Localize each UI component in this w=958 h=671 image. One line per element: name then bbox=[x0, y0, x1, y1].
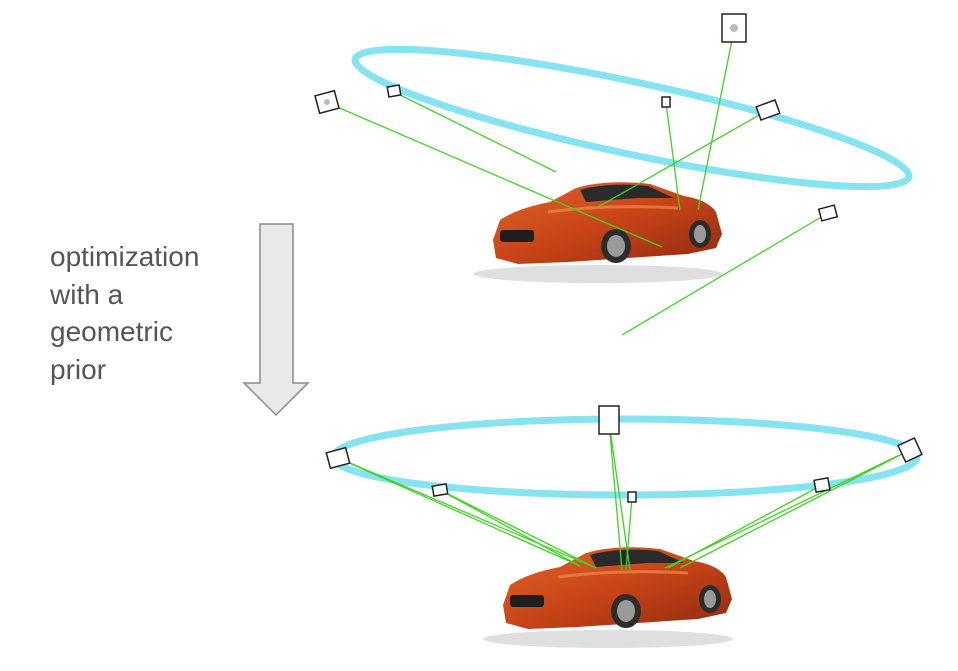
after-optimization-panel bbox=[325, 405, 923, 650]
camera-icon bbox=[721, 13, 747, 43]
camera-ray bbox=[439, 489, 597, 569]
caption-line: with a bbox=[50, 278, 124, 310]
camera-icon bbox=[897, 437, 923, 463]
camera-ray bbox=[597, 109, 769, 208]
car-reconstruction-before bbox=[471, 180, 725, 285]
camera-ray bbox=[664, 449, 911, 569]
camera-frustums-before bbox=[314, 13, 839, 222]
camera-icon bbox=[661, 96, 671, 108]
camera-ray bbox=[608, 421, 631, 571]
caption-line: geometric bbox=[50, 316, 173, 347]
camera-ray bbox=[337, 457, 597, 569]
camera-icon bbox=[386, 84, 402, 98]
camera-ray bbox=[393, 91, 557, 173]
camera-ray bbox=[625, 496, 633, 571]
camera-ray bbox=[337, 457, 581, 567]
camera-ray bbox=[621, 212, 829, 336]
camera-icon bbox=[755, 99, 781, 121]
before-optimization-panel bbox=[314, 13, 913, 336]
camera-icon bbox=[431, 482, 449, 498]
camera-ray bbox=[697, 29, 735, 211]
caption-line: optimization bbox=[50, 241, 200, 272]
camera-frustums-after bbox=[325, 405, 923, 503]
camera-icon bbox=[813, 477, 831, 493]
camera-ray bbox=[665, 102, 681, 211]
camera-ray bbox=[439, 489, 581, 567]
camera-rays-after bbox=[337, 421, 911, 571]
caption-line: prior bbox=[50, 353, 107, 385]
camera-ray bbox=[327, 102, 663, 248]
down-arrow bbox=[242, 223, 310, 417]
camera-icon bbox=[598, 405, 620, 435]
camera-rays-before bbox=[327, 29, 829, 336]
camera-icon bbox=[314, 89, 340, 115]
car-reconstruction-after bbox=[481, 545, 735, 650]
camera-icon bbox=[325, 446, 351, 470]
camera-icon bbox=[627, 491, 637, 503]
optimization-caption: optimization with a geometric prior bbox=[50, 238, 199, 388]
camera-icon bbox=[817, 204, 839, 222]
camera-ray bbox=[679, 449, 911, 569]
camera-ray bbox=[608, 421, 623, 571]
camera-trajectory-ring-before bbox=[351, 45, 913, 191]
